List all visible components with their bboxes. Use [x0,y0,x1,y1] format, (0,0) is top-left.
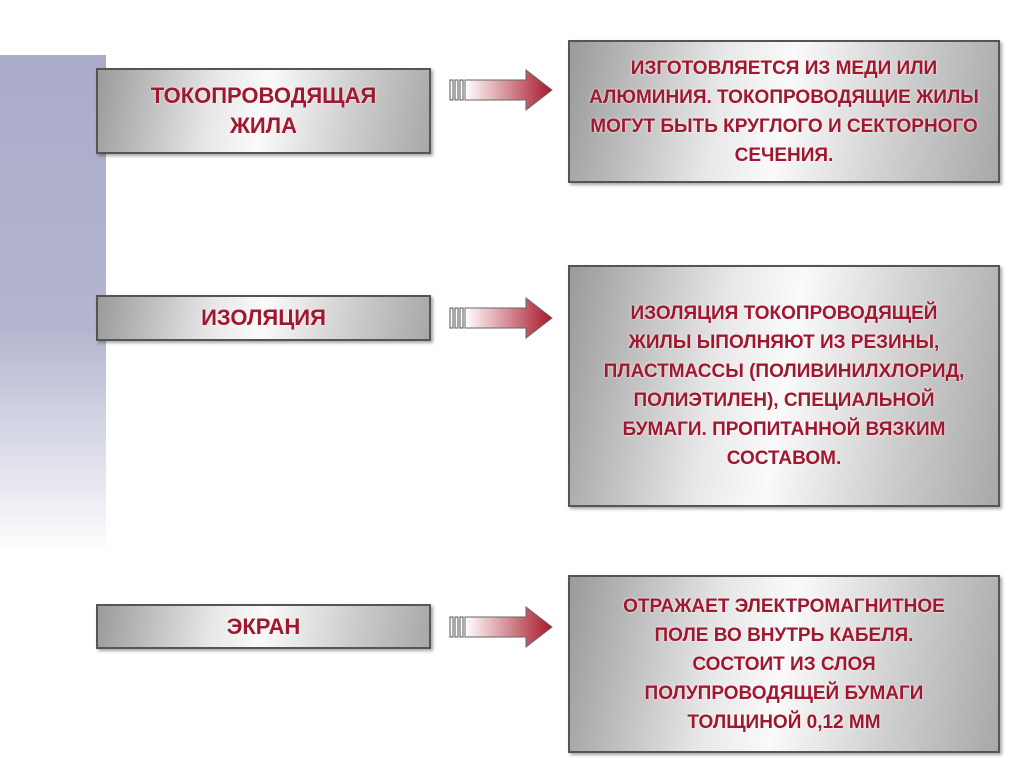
term-box-insulation: ИЗОЛЯЦИЯ [96,295,431,341]
arrow-right-icon [449,68,553,112]
term-label: ЭКРАН [226,613,301,639]
arrow-right-icon [449,296,553,340]
term-box-conductor: ТОКОПРОВОДЯЩАЯ ЖИЛА [96,68,431,154]
term-label: ТОКОПРОВОДЯЩАЯ ЖИЛА [150,83,377,138]
term-label: ИЗОЛЯЦИЯ [201,305,326,330]
decorative-side-bar [0,55,106,555]
description-box-conductor: ИЗГОТОВЛЯЕТСЯ ИЗ МЕДИ ИЛИ АЛЮМИНИЯ. ТОКО… [568,40,1000,183]
description-text: ИЗОЛЯЦИЯ ТОКОПРОВОДЯЩЕЙ ЖИЛЫ ЫПОЛНЯЮТ ИЗ… [603,303,965,469]
description-box-screen: ОТРАЖАЕТ ЭЛЕКТРОМАГНИТНОЕ ПОЛЕ ВО ВНУТРЬ… [568,575,1000,753]
description-box-insulation: ИЗОЛЯЦИЯ ТОКОПРОВОДЯЩЕЙ ЖИЛЫ ЫПОЛНЯЮТ ИЗ… [568,265,1000,507]
description-text: ОТРАЖАЕТ ЭЛЕКТРОМАГНИТНОЕ ПОЛЕ ВО ВНУТРЬ… [623,595,945,733]
description-text: ИЗГОТОВЛЯЕТСЯ ИЗ МЕДИ ИЛИ АЛЮМИНИЯ. ТОКО… [589,57,979,166]
term-box-screen: ЭКРАН [96,604,431,649]
arrow-right-icon [449,605,553,649]
